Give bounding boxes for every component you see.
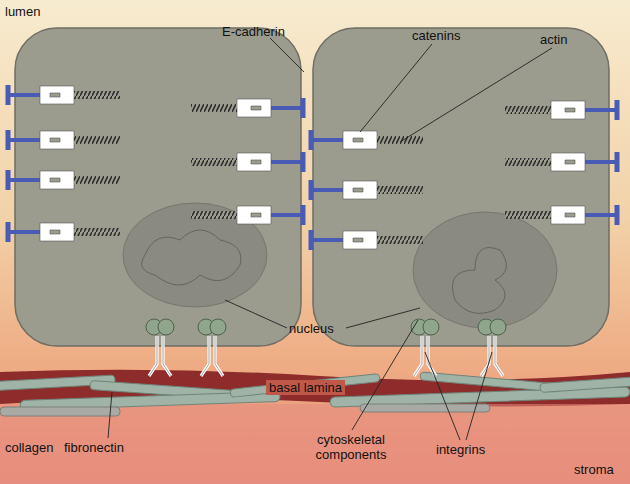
integrin [411, 319, 439, 376]
e-cadherin [271, 213, 303, 217]
actin [191, 211, 237, 219]
adhesion-unit [505, 152, 620, 172]
e-cadherin [585, 160, 617, 164]
e-cadherin [271, 160, 303, 164]
catenin [237, 99, 271, 117]
part-label: basal lamina [266, 380, 345, 395]
catenin [237, 206, 271, 224]
catenin [343, 231, 377, 249]
e-cadherin [271, 106, 303, 110]
adhesion-unit [191, 98, 306, 118]
adhesion-unit [505, 205, 620, 225]
catenin [551, 206, 585, 224]
catenin [40, 131, 74, 149]
catenin [343, 131, 377, 149]
actin [377, 236, 423, 244]
nucleus [413, 212, 557, 328]
adhesion-unit [6, 85, 121, 105]
e-cadherin [585, 108, 617, 112]
actin [191, 104, 237, 112]
e-cadherin [8, 93, 40, 97]
stroma [0, 404, 630, 484]
actin [74, 136, 120, 144]
chromatin [453, 248, 507, 314]
catenin [551, 153, 585, 171]
e-cadherin [8, 178, 40, 182]
part-label: collagen [5, 440, 53, 455]
adhesion-unit [309, 230, 424, 250]
actin [505, 158, 551, 166]
part-label: nucleus [289, 321, 334, 336]
e-cadherin [311, 238, 343, 242]
adhesion-unit [309, 180, 424, 200]
catenin [343, 181, 377, 199]
adhesion-unit [191, 152, 306, 172]
adhesion-unit [6, 222, 121, 242]
part-label: E-cadherin [222, 24, 285, 39]
part-label: actin [540, 32, 567, 47]
cell [15, 28, 301, 346]
e-cadherin [311, 188, 343, 192]
e-cadherin [8, 138, 40, 142]
e-cadherin [585, 213, 617, 217]
chromatin [142, 230, 241, 285]
part-label: catenins [412, 28, 460, 43]
adhesion-unit [191, 205, 306, 225]
integrin [478, 319, 506, 376]
adhesion-unit [6, 130, 121, 150]
leader-lines [108, 38, 552, 440]
e-cadherin [8, 230, 40, 234]
adhesion-unit [505, 100, 620, 120]
actin [74, 228, 120, 236]
catenin [40, 86, 74, 104]
actin [74, 91, 120, 99]
part-label: stroma [574, 462, 614, 477]
part-label: lumen [5, 4, 40, 19]
cell [313, 28, 609, 346]
part-label: cytoskeletal components [303, 432, 399, 462]
actin [74, 176, 120, 184]
part-label: integrins [436, 442, 485, 457]
actin [191, 158, 237, 166]
catenin [237, 153, 271, 171]
integrin [146, 319, 174, 376]
adhesion-unit [309, 130, 424, 150]
catenin [40, 223, 74, 241]
fibres [0, 372, 630, 416]
actin [505, 106, 551, 114]
e-cadherin [311, 138, 343, 142]
actin [377, 186, 423, 194]
integrin [198, 319, 226, 376]
actin [377, 136, 423, 144]
catenin [40, 171, 74, 189]
adhesion-unit [6, 170, 121, 190]
catenin [551, 101, 585, 119]
part-label: fibronectin [64, 440, 124, 455]
actin [505, 211, 551, 219]
